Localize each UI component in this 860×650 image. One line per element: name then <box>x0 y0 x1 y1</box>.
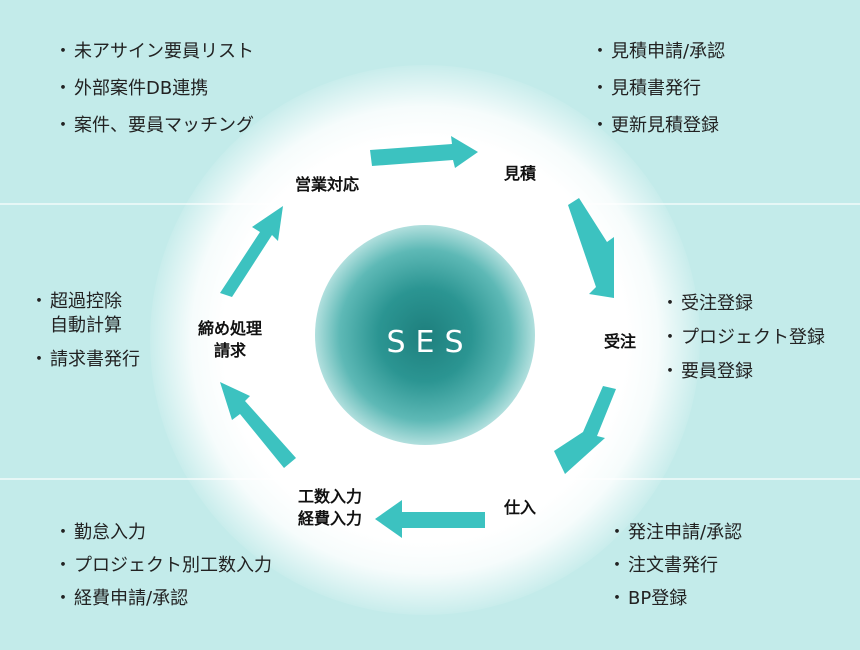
list-item: 発注申請/承認 <box>608 521 742 545</box>
list-item: 更新見積登録 <box>591 114 725 138</box>
stage-mitsumori-label: 見積 <box>503 164 536 183</box>
list-kosu: 勤怠入力 プロジェクト別工数入力 経費申請/承認 <box>54 521 272 611</box>
arrow-kosu-to-shime <box>220 382 296 468</box>
stage-shime: 締め処理 請求 <box>180 318 280 362</box>
arrow-mitsumori-to-juchu <box>568 198 614 298</box>
list-item: 見積申請/承認 <box>591 40 725 64</box>
stage-kosu-label-2: 経費入力 <box>297 509 362 528</box>
list-eigyo: 未アサイン要員リスト 外部案件DB連携 案件、要員マッチング <box>54 40 254 138</box>
list-item: 受注登録 <box>661 292 825 316</box>
list-item: 案件、要員マッチング <box>54 114 254 138</box>
center-circle <box>315 225 535 445</box>
stage-shiire: 仕入 <box>490 497 550 519</box>
list-item: 請求書発行 <box>30 348 140 372</box>
stage-eigyo-label: 営業対応 <box>294 175 359 194</box>
arrow-shime-to-eigyo <box>220 206 283 297</box>
list-item: 要員登録 <box>661 360 825 384</box>
list-mitsumori: 見積申請/承認 見積書発行 更新見積登録 <box>591 40 725 138</box>
stage-kosu: 工数入力 経費入力 <box>280 486 380 530</box>
list-item: プロジェクト別工数入力 <box>54 554 272 578</box>
list-shiire: 発注申請/承認 注文書発行 BP登録 <box>608 521 742 611</box>
stage-shime-label-2: 請求 <box>213 341 246 360</box>
list-item: 注文書発行 <box>608 554 742 578</box>
stage-mitsumori: 見積 <box>490 163 550 185</box>
list-item: BP登録 <box>608 587 742 611</box>
list-item: 見積書発行 <box>591 77 725 101</box>
arrow-juchu-to-shiire <box>554 386 616 474</box>
list-juchu: 受注登録 プロジェクト登録 要員登録 <box>661 292 825 384</box>
list-item: 経費申請/承認 <box>54 587 272 611</box>
list-shime: 超過控除 自動計算 請求書発行 <box>30 290 140 372</box>
list-item: 外部案件DB連携 <box>54 77 254 101</box>
stage-eigyo: 営業対応 <box>282 174 372 196</box>
arrow-eigyo-to-mitsumori <box>370 136 478 168</box>
stage-shiire-label: 仕入 <box>503 498 536 517</box>
stage-shime-label-1: 締め処理 <box>197 319 262 338</box>
stage-juchu-label: 受注 <box>603 332 636 351</box>
stage-juchu: 受注 <box>590 331 650 353</box>
list-item: プロジェクト登録 <box>661 326 825 350</box>
stage-kosu-label-1: 工数入力 <box>297 487 362 506</box>
list-item: 未アサイン要員リスト <box>54 40 254 64</box>
list-item: 超過控除 自動計算 <box>30 290 140 338</box>
list-item: 勤怠入力 <box>54 521 272 545</box>
center-label: SES <box>386 325 474 360</box>
arrow-shiire-to-kosu <box>375 500 485 538</box>
